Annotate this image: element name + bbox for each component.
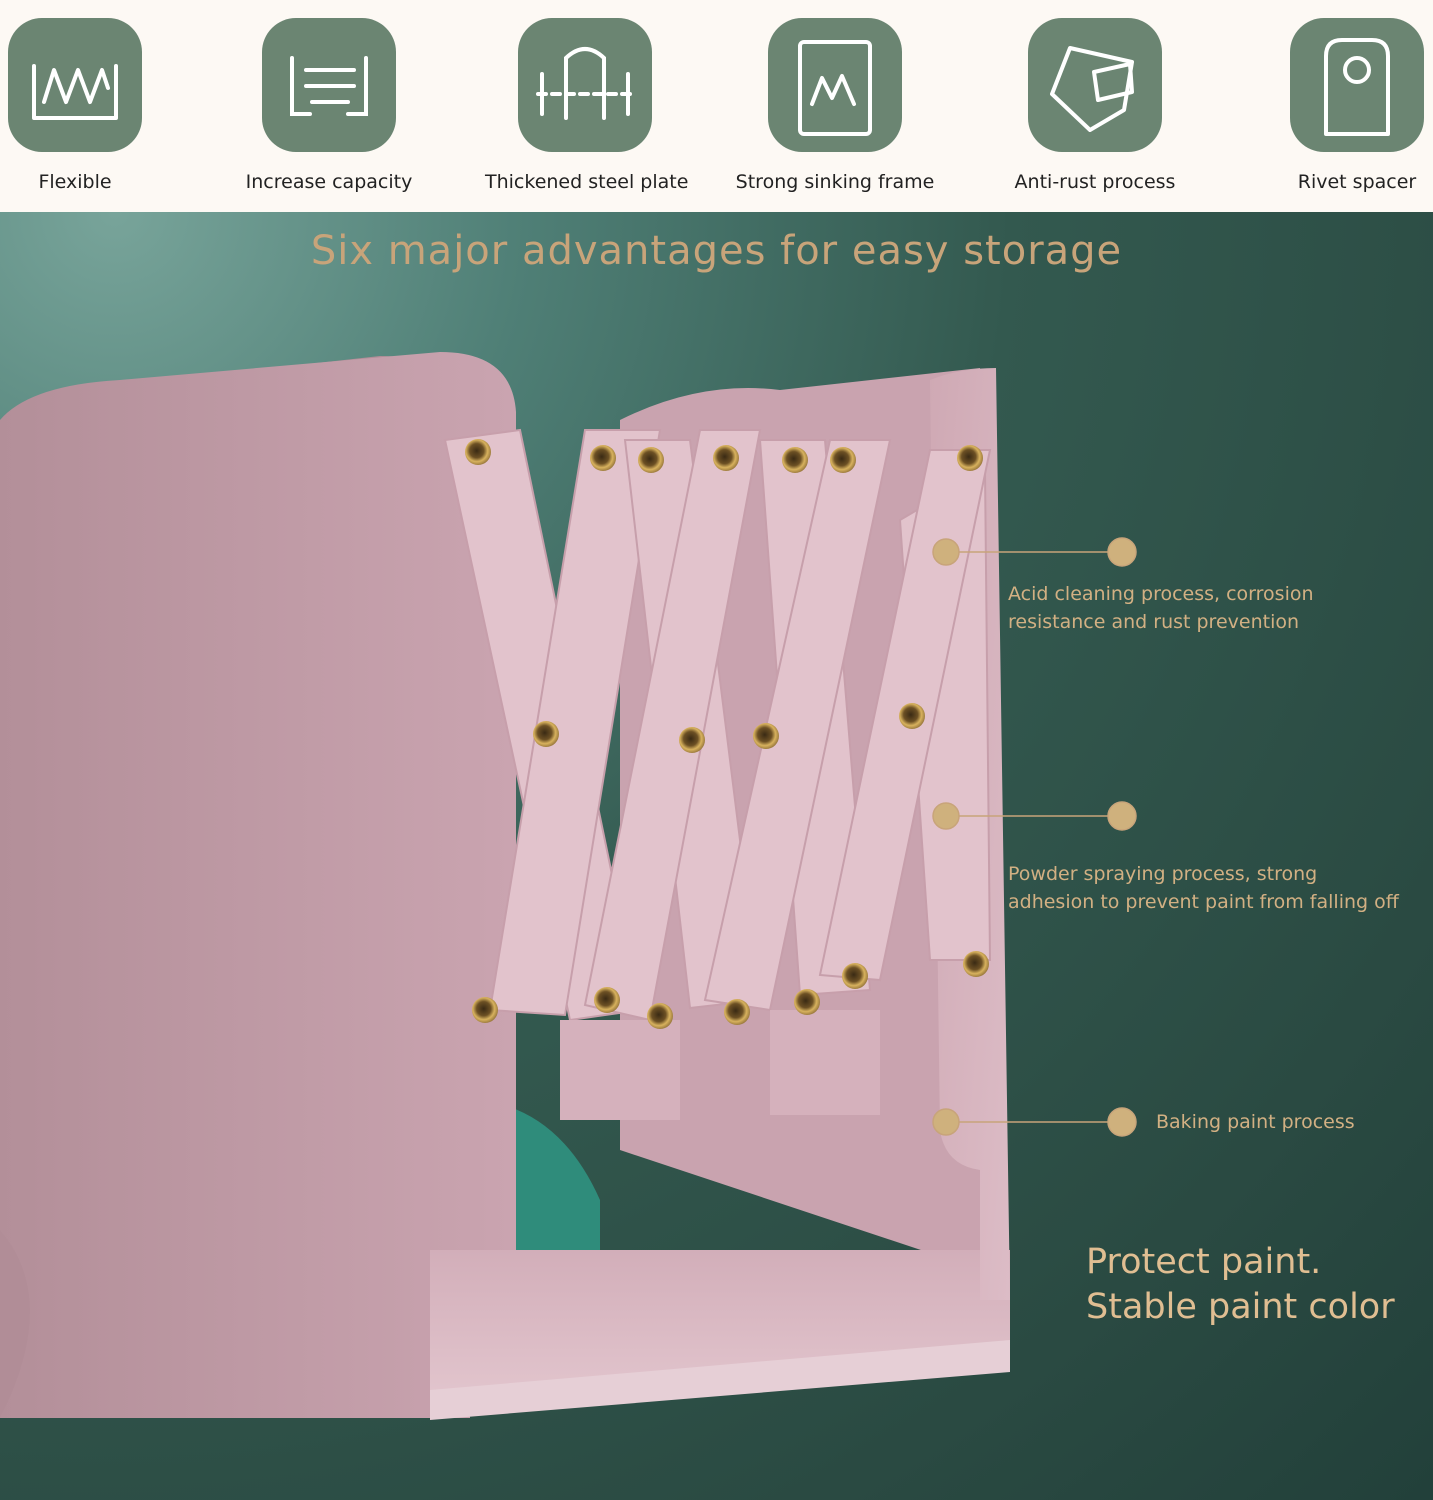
callout-acid-cleaning: Acid cleaning process, corrosion resista… bbox=[1008, 580, 1314, 636]
tagline-line: Protect paint. bbox=[1086, 1242, 1322, 1282]
feature-anti-rust-process: Anti-rust process bbox=[995, 0, 1195, 212]
feature-label: Rivet spacer bbox=[1297, 171, 1417, 193]
callout-line: Baking paint process bbox=[1156, 1111, 1355, 1133]
feature-label: Anti-rust process bbox=[1014, 171, 1176, 193]
expand-bracket-icon bbox=[262, 18, 396, 152]
callout-line: adhesion to prevent paint from falling o… bbox=[1008, 891, 1399, 913]
headline: Six major advantages for easy storage bbox=[310, 228, 1123, 274]
rivet-icon bbox=[1290, 18, 1424, 152]
feature-strong-sinking-frame: Strong sinking frame bbox=[735, 0, 935, 212]
shield-plate-icon bbox=[1028, 18, 1162, 152]
scissor-mechanism bbox=[443, 428, 992, 1022]
tagline: Protect paint. Stable paint color bbox=[1086, 1240, 1395, 1330]
base-plate bbox=[430, 1250, 1010, 1418]
feature-increase-capacity: Increase capacity bbox=[229, 0, 429, 212]
callout-line: resistance and rust prevention bbox=[1008, 611, 1300, 633]
feature-label: Strong sinking frame bbox=[735, 171, 935, 193]
left-upright-panel bbox=[0, 352, 516, 1418]
zigzag-stretch-icon bbox=[8, 18, 142, 152]
callout-baking-paint: Baking paint process bbox=[1156, 1108, 1355, 1136]
callout-powder-spraying: Powder spraying process, strong adhesion… bbox=[1008, 860, 1399, 916]
feature-flexible: Flexible bbox=[0, 0, 175, 212]
callout-line: Powder spraying process, strong bbox=[1008, 863, 1318, 885]
feature-strip: Flexible Increase capacity Thickened ste… bbox=[0, 0, 1433, 212]
feature-label: Increase capacity bbox=[245, 171, 413, 193]
callout-line: Acid cleaning process, corrosion bbox=[1008, 583, 1314, 605]
feature-label: Thickened steel plate bbox=[485, 171, 689, 193]
callout-connectors bbox=[932, 537, 1137, 1137]
feature-label: Flexible bbox=[38, 171, 112, 193]
steel-plate-icon bbox=[518, 18, 652, 152]
feature-thickened-steel-plate: Thickened steel plate bbox=[485, 0, 689, 212]
tagline-line: Stable paint color bbox=[1086, 1287, 1395, 1327]
rivets bbox=[465, 439, 989, 1029]
feature-rivet-spacer: Rivet spacer bbox=[1257, 0, 1433, 212]
bookend-product-image bbox=[0, 352, 1137, 1420]
frame-icon bbox=[768, 18, 902, 152]
